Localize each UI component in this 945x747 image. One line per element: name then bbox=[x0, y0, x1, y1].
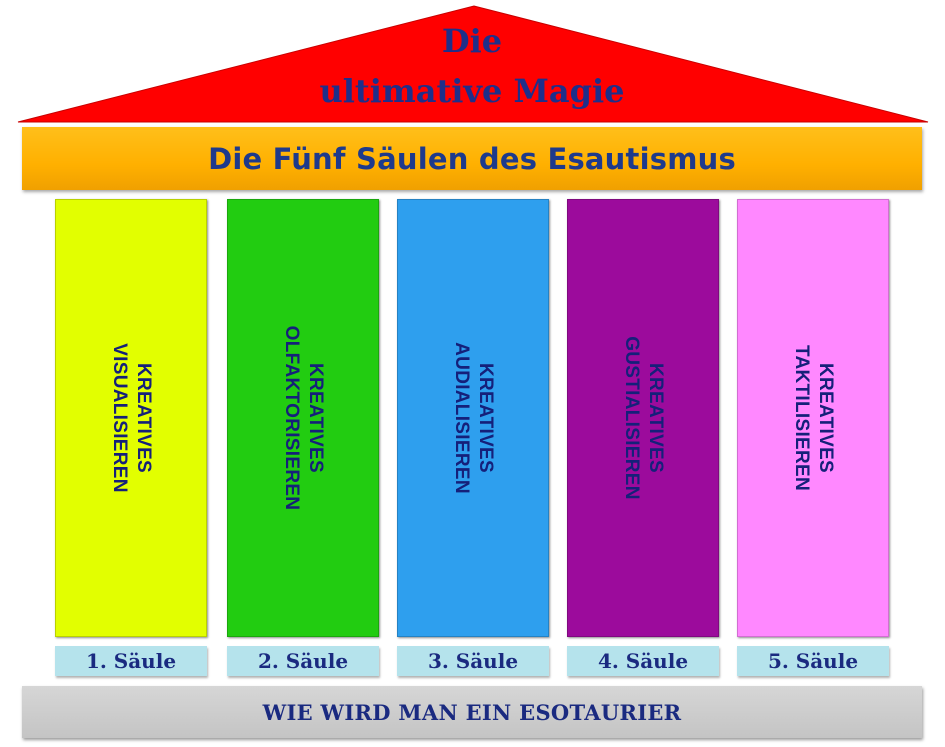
pillar-1-label: KREATIVES VISUALISIEREN bbox=[107, 343, 155, 493]
pillar-2-label-line-1: KREATIVES bbox=[305, 362, 326, 474]
base-foundation: WIE WIRD MAN EIN ESOTAURIER bbox=[22, 686, 922, 738]
pillar-2: KREATIVES OLFAKTORISIEREN bbox=[227, 199, 379, 637]
pillar-5-tag: 5. Säule bbox=[737, 646, 889, 676]
pillar-2-label: KREATIVES OLFAKTORISIEREN bbox=[279, 326, 327, 511]
pillar-1-tag: 1. Säule bbox=[55, 646, 207, 676]
pillar-1-label-line-2: VISUALISIEREN bbox=[109, 343, 130, 493]
pillar-4-label-line-2: GUSTIALISIEREN bbox=[621, 336, 642, 500]
pillar-2-tag: 2. Säule bbox=[227, 646, 379, 676]
roof-title-line-1: Die bbox=[441, 22, 503, 60]
pillar-1: KREATIVES VISUALISIEREN bbox=[55, 199, 207, 637]
pillar-5-label-line-2: TAKTILISIEREN bbox=[791, 344, 812, 492]
pillar-3-label-line-1: KREATIVES bbox=[475, 362, 496, 474]
roof-triangle bbox=[17, 5, 929, 123]
pillar-4-tag: 4. Säule bbox=[567, 646, 719, 676]
pillar-3-label: KREATIVES AUDIALISIEREN bbox=[449, 342, 497, 494]
pillar-4-label: KREATIVES GUSTIALISIEREN bbox=[619, 336, 667, 500]
pillar-5-label: KREATIVES TAKTILISIEREN bbox=[789, 345, 837, 491]
pillar-3-label-line-2: AUDIALISIEREN bbox=[451, 342, 472, 494]
pillar-4-label-line-1: KREATIVES bbox=[645, 362, 666, 474]
pillar-3-tag: 3. Säule bbox=[397, 646, 549, 676]
pillar-1-label-line-1: KREATIVES bbox=[133, 362, 154, 474]
banner: Die Fünf Säulen des Esautismus bbox=[22, 127, 922, 190]
base-title: WIE WIRD MAN EIN ESOTAURIER bbox=[262, 699, 682, 725]
pillar-2-label-line-2: OLFAKTORISIEREN bbox=[281, 325, 302, 511]
pillar-5-label-line-1: KREATIVES bbox=[815, 362, 836, 474]
pillar-3: KREATIVES AUDIALISIEREN bbox=[397, 199, 549, 637]
roof bbox=[17, 5, 929, 123]
pillar-4: KREATIVES GUSTIALISIEREN bbox=[567, 199, 719, 637]
pillar-5: KREATIVES TAKTILISIEREN bbox=[737, 199, 889, 637]
banner-title: Die Fünf Säulen des Esautismus bbox=[208, 141, 736, 176]
roof-title-line-2: ultimative Magie bbox=[319, 72, 625, 110]
